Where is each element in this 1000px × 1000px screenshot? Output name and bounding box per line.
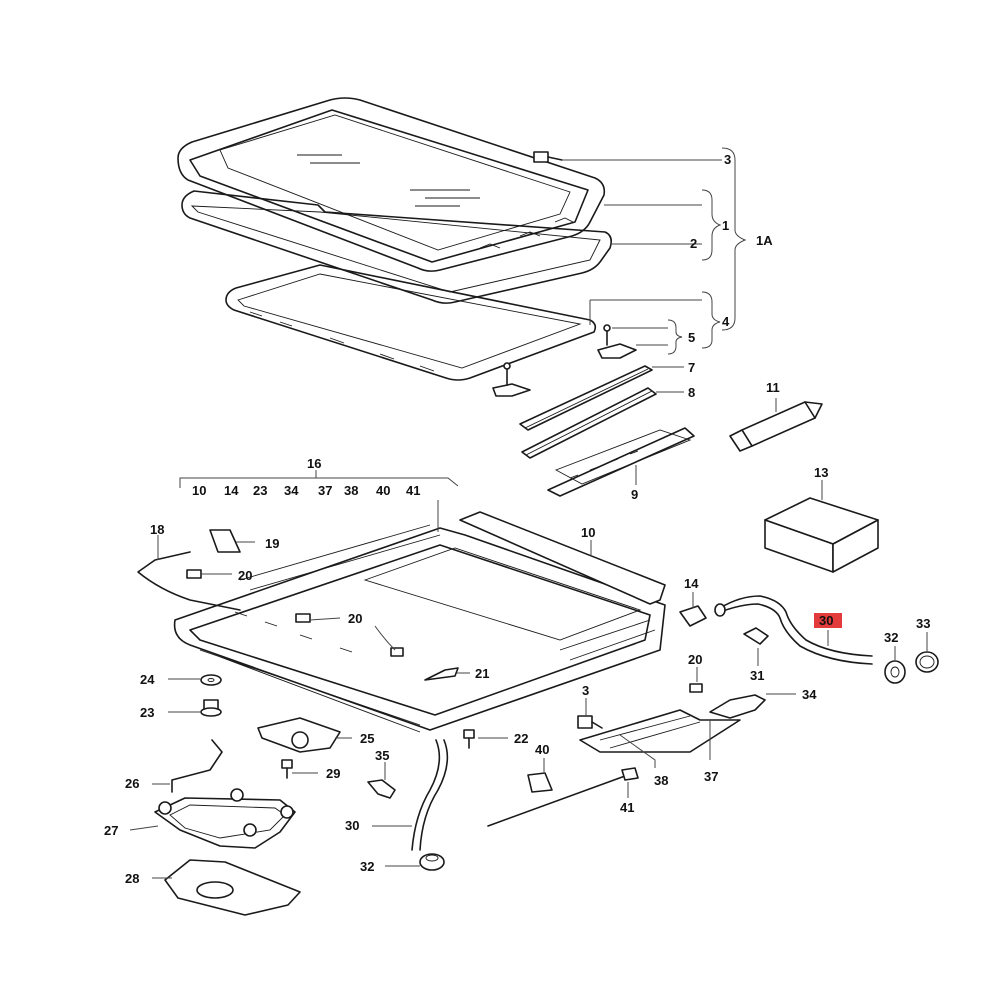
highlight-box-30 — [814, 613, 842, 628]
label-16-23: 23 — [253, 483, 267, 498]
label-22: 22 — [514, 731, 528, 746]
label-24: 24 — [140, 672, 155, 687]
label-32-left: 32 — [360, 859, 374, 874]
slide-20b — [295, 613, 311, 623]
label-34: 34 — [802, 687, 817, 702]
drain-hose-30-right — [714, 595, 873, 665]
label-25: 25 — [360, 731, 374, 746]
slide-20c — [390, 647, 404, 657]
bracket-14 — [679, 605, 707, 627]
label-41: 41 — [620, 800, 634, 815]
grease-tube-11 — [729, 401, 823, 452]
clamp-31 — [743, 627, 769, 645]
label-21: 21 — [475, 666, 489, 681]
label-16-37: 37 — [318, 483, 332, 498]
bracket-21 — [424, 667, 459, 681]
label-7: 7 — [688, 360, 695, 375]
callout-labels: 3 1 1A 2 4 5 7 8 9 11 13 16 10 14 23 34 … — [104, 152, 930, 886]
label-27: 27 — [104, 823, 118, 838]
o-ring-33 — [915, 651, 939, 673]
label-31: 31 — [750, 668, 764, 683]
label-23: 23 — [140, 705, 154, 720]
label-20-c: 20 — [688, 652, 702, 667]
clip-4b — [492, 362, 531, 397]
label-18: 18 — [150, 522, 164, 537]
plate-37 — [579, 709, 741, 753]
label-35: 35 — [375, 748, 389, 763]
label-2: 2 — [690, 236, 697, 251]
cable-18 — [137, 551, 241, 611]
screw-22 — [463, 729, 475, 749]
glass-panel — [177, 97, 606, 272]
label-5: 5 — [688, 330, 695, 345]
crank-26 — [171, 739, 223, 793]
label-1: 1 — [722, 218, 729, 233]
label-32-right: 32 — [884, 630, 898, 645]
deflector-10 — [459, 511, 666, 605]
label-28: 28 — [125, 871, 139, 886]
label-1A: 1A — [756, 233, 773, 248]
label-4: 4 — [722, 314, 730, 329]
washer-24 — [200, 674, 222, 686]
label-14: 14 — [684, 576, 699, 591]
glass-seal — [181, 190, 612, 304]
label-20-a: 20 — [238, 568, 252, 583]
bracket-27 — [154, 788, 296, 849]
inner-frame — [225, 264, 597, 381]
label-16: 16 — [307, 456, 321, 471]
clip-19 — [209, 529, 241, 553]
guide-rail-8 — [521, 387, 657, 459]
leader-lines — [129, 147, 928, 879]
label-16-14: 14 — [224, 483, 239, 498]
label-13: 13 — [814, 465, 828, 480]
clip-35 — [367, 779, 396, 799]
label-3-lower: 3 — [582, 683, 589, 698]
label-16-38: 38 — [344, 483, 358, 498]
slide-20a — [186, 569, 202, 579]
drain-hose-30-left — [411, 739, 449, 851]
sunroof-frame — [173, 524, 666, 733]
clip-5 — [597, 324, 637, 359]
bracket-28 — [164, 859, 301, 916]
label-3-top: 3 — [724, 152, 731, 167]
cable-41 — [487, 767, 639, 827]
label-11: 11 — [766, 380, 780, 395]
label-37: 37 — [704, 769, 718, 784]
label-40: 40 — [535, 742, 549, 757]
label-16-34: 34 — [284, 483, 299, 498]
label-29: 29 — [326, 766, 340, 781]
screw-3-top — [533, 151, 563, 163]
box-13 — [764, 497, 879, 573]
label-26: 26 — [125, 776, 139, 791]
label-30-right: 30 — [819, 613, 833, 628]
label-16-10: 10 — [192, 483, 206, 498]
label-8: 8 — [688, 385, 695, 400]
label-10: 10 — [581, 525, 595, 540]
label-16-40: 40 — [376, 483, 390, 498]
screw-3-lower — [577, 715, 603, 729]
guide-rail-7 — [519, 365, 653, 431]
motor-25 — [257, 717, 341, 753]
grommet-32-right — [884, 660, 906, 684]
bolt-23 — [200, 699, 222, 717]
slide-20d — [689, 683, 703, 693]
screw-29 — [281, 759, 293, 779]
label-33: 33 — [916, 616, 930, 631]
grommet-32-left — [419, 853, 445, 871]
label-30-left: 30 — [345, 818, 359, 833]
bracket-40 — [527, 772, 553, 793]
label-19: 19 — [265, 536, 279, 551]
guide-rail-9 — [547, 427, 695, 497]
label-20-b: 20 — [348, 611, 362, 626]
label-16-41: 41 — [406, 483, 420, 498]
connector-34 — [709, 694, 766, 719]
label-38: 38 — [654, 773, 668, 788]
label-9: 9 — [631, 487, 638, 502]
